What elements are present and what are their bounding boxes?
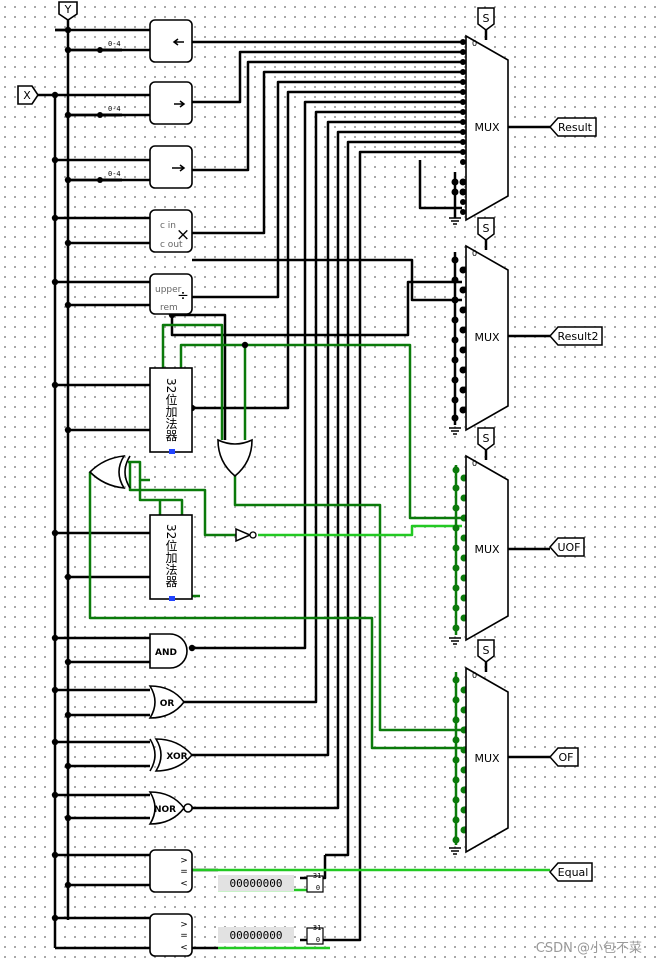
not-gate[interactable] — [235, 527, 257, 543]
svg-text:0-4: 0-4 — [108, 40, 121, 48]
ground-symbols — [449, 217, 461, 855]
svg-text:MUX: MUX — [474, 331, 500, 344]
shift-constant-1: 0-4 — [97, 40, 122, 53]
xor-gate-sign[interactable] — [88, 455, 131, 489]
multiplier-c-in: c in — [160, 221, 176, 231]
comparator-signed[interactable]: > = < — [149, 849, 193, 893]
arrow-right-icon — [172, 164, 186, 172]
probe-signed: 00000000 — [218, 875, 294, 891]
svg-text:Result: Result — [558, 121, 593, 134]
and-gate-label: AND — [155, 648, 177, 658]
shifter-left[interactable] — [149, 19, 193, 63]
nor-gate[interactable]: NOR — [148, 791, 193, 825]
select-pin-2[interactable]: S — [477, 217, 495, 241]
svg-text:0: 0 — [316, 884, 320, 892]
mux-of[interactable]: MUX 0 — [465, 666, 509, 854]
svg-text:OF: OF — [559, 751, 574, 764]
divider-upper: upper — [155, 285, 182, 295]
multiplier[interactable]: c in c out × — [149, 209, 193, 253]
svg-text:<: < — [180, 879, 188, 889]
svg-text:=: = — [180, 867, 188, 877]
divide-icon: ÷ — [177, 288, 189, 304]
output-pin-uof[interactable]: UOF — [548, 537, 585, 557]
svg-text:=: = — [180, 931, 188, 941]
svg-text:0-4: 0-4 — [108, 105, 121, 113]
svg-text:0: 0 — [472, 39, 477, 48]
or-gate-overflow[interactable] — [217, 438, 253, 478]
input-pin-y-label: Y — [64, 3, 72, 16]
svg-text:0: 0 — [472, 249, 477, 258]
divider[interactable]: upper rem ÷ — [149, 273, 193, 315]
svg-text:UOF: UOF — [557, 541, 580, 554]
svg-text:0-4: 0-4 — [108, 170, 121, 178]
mux-result-pins — [451, 39, 467, 215]
probe-unsigned: 00000000 — [218, 927, 294, 943]
shift-constant-2: 0-4 — [97, 105, 122, 118]
xor-gate-label: XOR — [166, 752, 187, 762]
xor-gate[interactable]: XOR — [149, 738, 194, 772]
or-gate[interactable]: OR — [148, 685, 186, 719]
select-pin-4[interactable]: S — [477, 639, 495, 663]
input-pin-x[interactable]: X — [17, 85, 39, 105]
output-pin-of[interactable]: OF — [548, 747, 579, 767]
svg-text:S: S — [483, 432, 490, 445]
svg-text:-31: -31 — [309, 924, 322, 932]
svg-text:0: 0 — [316, 936, 320, 944]
black-wires — [38, 20, 550, 950]
svg-text:MUX: MUX — [474, 121, 500, 134]
shifter-right-logical[interactable] — [149, 81, 193, 125]
mux-result2-pins — [451, 256, 467, 422]
arrow-right-icon — [174, 100, 186, 108]
output-pin-result[interactable]: Result — [548, 117, 597, 137]
svg-text:-31: -31 — [309, 872, 322, 880]
svg-text:0: 0 — [472, 459, 477, 468]
or-gate-label: OR — [160, 699, 175, 709]
input-pin-x-label: X — [23, 89, 31, 102]
adder-2-label: 32位加法器 — [164, 524, 178, 588]
svg-text:>: > — [180, 920, 188, 930]
svg-text:00000000: 00000000 — [230, 929, 283, 942]
multiply-icon: × — [176, 225, 190, 245]
select-pin-1[interactable]: S — [477, 7, 495, 31]
svg-text:MUX: MUX — [474, 543, 500, 556]
and-gate[interactable]: AND — [149, 633, 188, 669]
shift-constant-3: 0-4 — [97, 170, 122, 183]
select-pin-3[interactable]: S — [477, 427, 495, 451]
green-wires — [88, 323, 550, 950]
svg-text:<: < — [180, 943, 188, 953]
svg-text:0: 0 — [472, 671, 477, 680]
svg-text:S: S — [483, 644, 490, 657]
svg-text:>: > — [180, 856, 188, 866]
output-pin-result2[interactable]: Result2 — [548, 326, 603, 346]
svg-text:S: S — [483, 222, 490, 235]
mux-uof[interactable]: MUX 0 — [465, 454, 509, 642]
watermark: CSDN @小包不菜 — [535, 941, 642, 956]
shifter-right-arith[interactable] — [149, 145, 193, 189]
arrow-left-icon — [172, 38, 184, 46]
comparator-constant-1: -31 0 — [306, 872, 324, 893]
adder-1-label: 32位加法器 — [164, 378, 178, 442]
svg-text:Result2: Result2 — [558, 330, 599, 343]
comparator-unsigned[interactable]: > = < — [149, 913, 193, 957]
divider-rem: rem — [160, 303, 178, 313]
multiplier-c-out: c out — [160, 240, 183, 250]
svg-text:S: S — [483, 12, 490, 25]
output-pin-equal[interactable]: Equal — [548, 862, 593, 882]
svg-text:Equal: Equal — [558, 866, 589, 879]
svg-text:MUX: MUX — [474, 752, 500, 765]
input-pin-y[interactable]: Y — [58, 1, 78, 21]
adder-1[interactable]: 32位加法器 — [149, 367, 193, 454]
comparator-constant-2: -31 0 — [306, 924, 324, 945]
nor-gate-label: NOR — [154, 805, 176, 815]
adder-2[interactable]: 32位加法器 — [149, 514, 193, 601]
svg-text:00000000: 00000000 — [230, 877, 283, 890]
junction-dots — [51, 26, 249, 922]
mux-result2[interactable]: MUX 0 — [465, 244, 509, 432]
mux-result[interactable]: MUX 0 — [465, 34, 509, 222]
